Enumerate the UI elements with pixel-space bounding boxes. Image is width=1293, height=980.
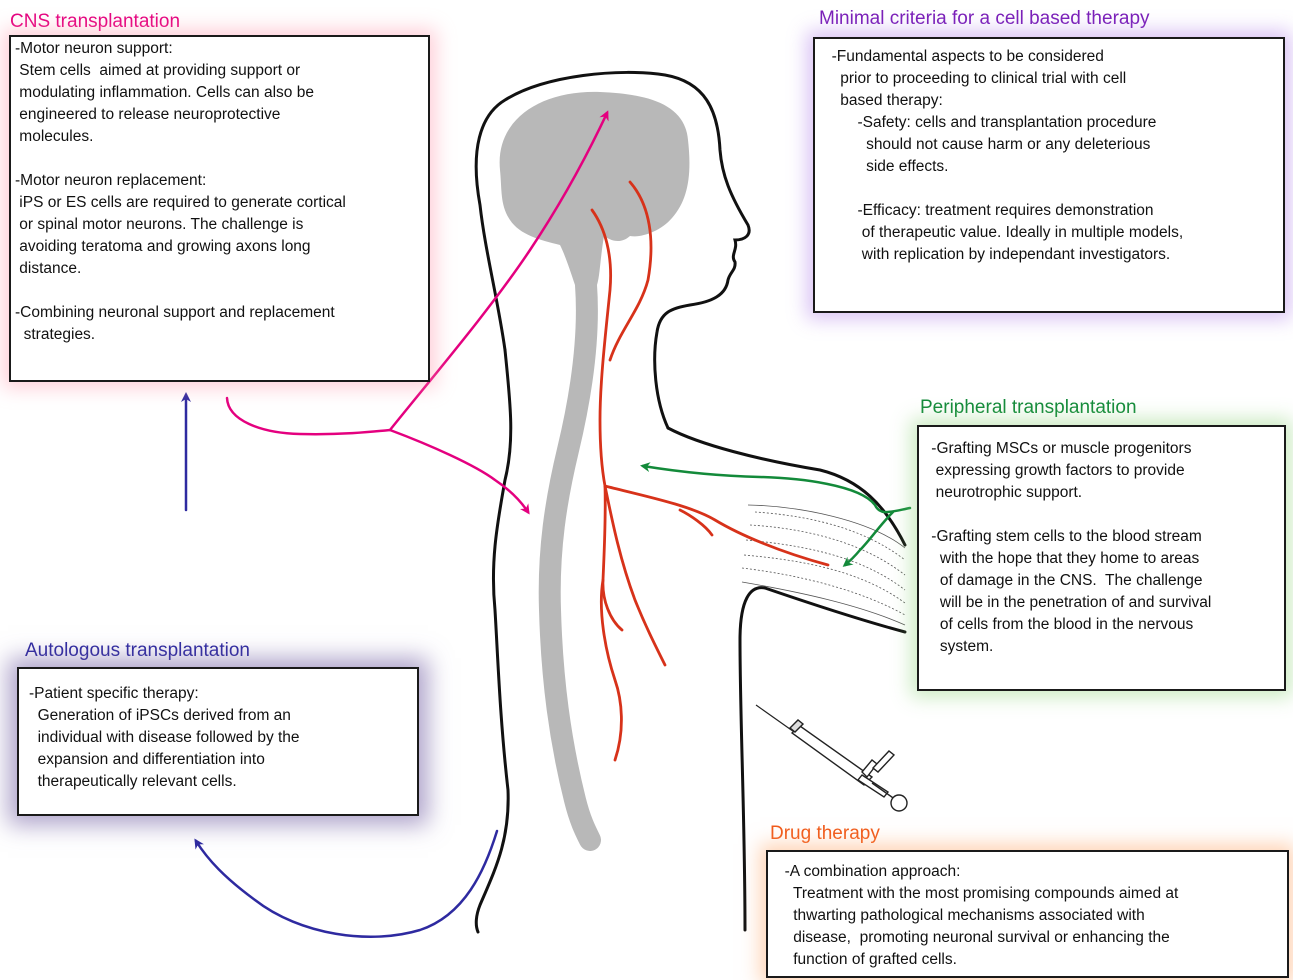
text-line: expansion and differentiation into: [29, 749, 407, 771]
text-line: neurotrophic support.: [927, 482, 1276, 504]
text-line: [823, 178, 1275, 200]
text-line: -Motor neuron support:: [15, 38, 424, 60]
text-line: individual with disease followed by the: [29, 727, 407, 749]
text-line: system.: [927, 636, 1276, 658]
text-line: prior to proceeding to clinical trial wi…: [823, 68, 1275, 90]
cns-title: CNS transplantation: [10, 11, 180, 33]
text-line: therapeutically relevant cells.: [29, 771, 407, 793]
text-line: with replication by independant investig…: [823, 244, 1275, 266]
text-line: -Fundamental aspects to be considered: [823, 46, 1275, 68]
text-line: -Efficacy: treatment requires demonstrat…: [823, 200, 1275, 222]
text-line: modulating inflammation. Cells can also …: [15, 82, 424, 104]
text-line: iPS or ES cells are required to generate…: [15, 192, 424, 214]
text-line: -Motor neuron replacement:: [15, 170, 424, 192]
autologous-transplantation-box: -Patient specific therapy: Generation of…: [17, 667, 419, 816]
text-line: [15, 148, 424, 170]
text-line: or spinal motor neurons. The challenge i…: [15, 214, 424, 236]
text-line: should not cause harm or any deleterious: [823, 134, 1275, 156]
minimal-criteria-box: -Fundamental aspects to be considered pr…: [813, 37, 1285, 313]
text-line: distance.: [15, 258, 424, 280]
text-line: strategies.: [15, 324, 424, 346]
text-line: Stem cells aimed at providing support or: [15, 60, 424, 82]
text-line: avoiding teratoma and growing axons long: [15, 236, 424, 258]
text-line: thwarting pathological mechanisms associ…: [776, 905, 1279, 927]
text-line: expressing growth factors to provide: [927, 460, 1276, 482]
peripheral-title: Peripheral transplantation: [920, 397, 1137, 419]
autologous-title: Autologous transplantation: [25, 640, 250, 662]
text-line: -Grafting MSCs or muscle progenitors: [927, 438, 1276, 460]
text-line: with the hope that they home to areas: [927, 548, 1276, 570]
peripheral-transplantation-box: -Grafting MSCs or muscle progenitors exp…: [917, 425, 1286, 691]
text-line: -A combination approach:: [776, 861, 1279, 883]
drug-title: Drug therapy: [770, 823, 880, 845]
syringe-icon: [756, 705, 907, 811]
text-line: function of grafted cells.: [776, 949, 1279, 971]
autologous-arrows: [186, 395, 497, 937]
peripheral-nerves: [592, 182, 828, 760]
brain: [500, 92, 690, 285]
text-line: Generation of iPSCs derived from an: [29, 705, 407, 727]
text-line: -Safety: cells and transplantation proce…: [823, 112, 1275, 134]
text-line: [15, 280, 424, 302]
text-line: of damage in the CNS. The challenge: [927, 570, 1276, 592]
text-line: Treatment with the most promising compou…: [776, 883, 1279, 905]
text-line: disease, promoting neuronal survival or …: [776, 927, 1279, 949]
spinal-cord: [550, 285, 590, 840]
text-line: -Combining neuronal support and replacem…: [15, 302, 424, 324]
text-line: will be in the penetration of and surviv…: [927, 592, 1276, 614]
text-line: -Patient specific therapy:: [29, 683, 407, 705]
text-line: of therapeutic value. Ideally in multipl…: [823, 222, 1275, 244]
drug-therapy-box: -A combination approach: Treatment with …: [766, 850, 1289, 978]
text-line: engineered to release neuroprotective: [15, 104, 424, 126]
cns-transplantation-box: -Motor neuron support: Stem cells aimed …: [9, 35, 430, 382]
criteria-title: Minimal criteria for a cell based therap…: [819, 8, 1150, 30]
text-line: [927, 504, 1276, 526]
text-line: molecules.: [15, 126, 424, 148]
text-line: of cells from the blood in the nervous: [927, 614, 1276, 636]
text-line: -Grafting stem cells to the blood stream: [927, 526, 1276, 548]
text-line: side effects.: [823, 156, 1275, 178]
text-line: based therapy:: [823, 90, 1275, 112]
